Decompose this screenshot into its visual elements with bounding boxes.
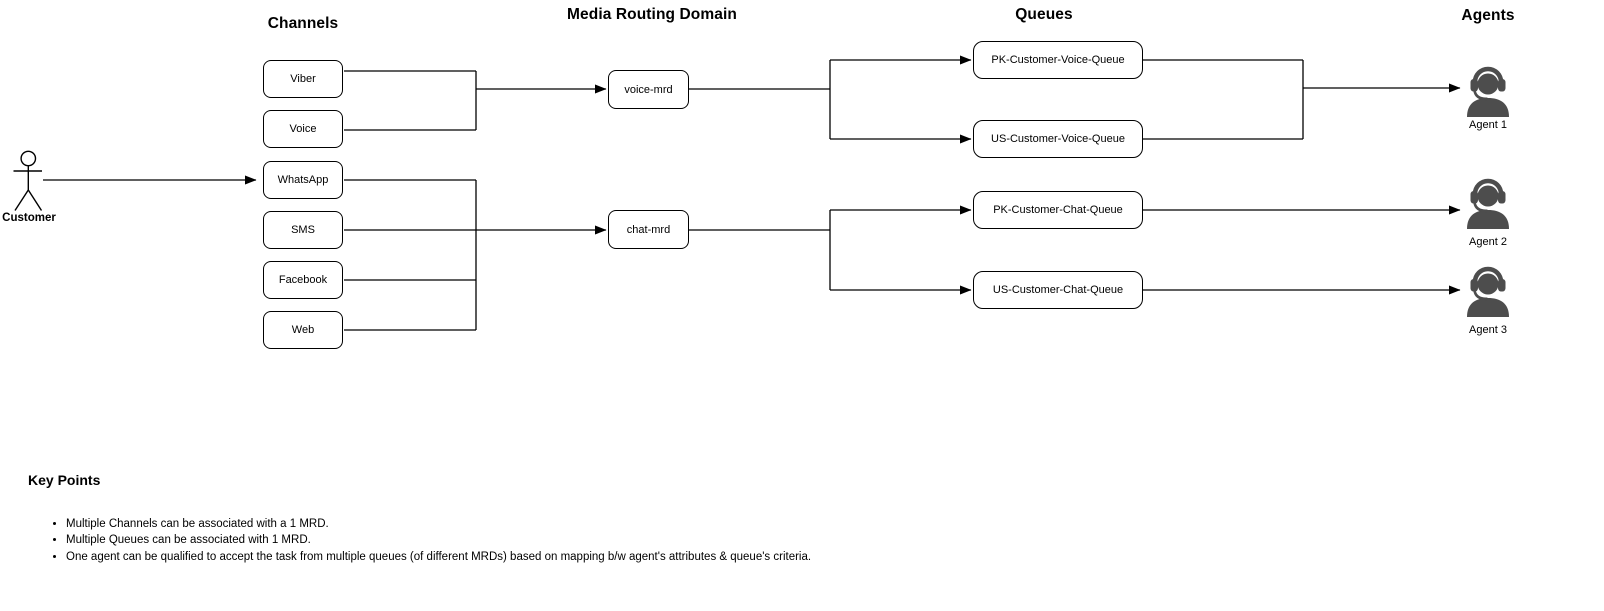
key-point-item: One agent can be qualified to accept the… xyxy=(66,549,811,565)
agent-label: Agent 1 xyxy=(1469,119,1507,131)
agents-column-title: Agents xyxy=(1461,7,1515,24)
channel-node-voice: Voice xyxy=(263,110,343,148)
customer-label: Customer xyxy=(2,212,56,224)
channels-column-title: Channels xyxy=(267,15,339,32)
queues-column-title: Queues xyxy=(1015,6,1073,23)
channel-node-whatsapp: WhatsApp xyxy=(263,161,343,199)
mrd-node-voice: voice-mrd xyxy=(608,70,689,109)
key-points-title: Key Points xyxy=(28,472,101,488)
channel-node-web: Web xyxy=(263,311,343,349)
channel-node-viber: Viber xyxy=(263,60,343,98)
key-points-list: Multiple Channels can be associated with… xyxy=(50,516,811,565)
queue-node-pk-voice: PK-Customer-Voice-Queue xyxy=(973,41,1143,79)
agent-headset-icon xyxy=(1467,178,1509,229)
channel-node-sms: SMS xyxy=(263,211,343,249)
agent-label: Agent 3 xyxy=(1469,324,1507,336)
key-point-item: Multiple Queues can be associated with 1… xyxy=(66,532,811,548)
queue-node-us-voice: US-Customer-Voice-Queue xyxy=(973,120,1143,158)
agent-label: Agent 2 xyxy=(1469,236,1507,248)
mrd-node-chat: chat-mrd xyxy=(608,210,689,249)
mrd-column-title: Media Routing Domain xyxy=(567,6,737,23)
queue-node-us-chat: US-Customer-Chat-Queue xyxy=(973,271,1143,309)
agent-headset-icon xyxy=(1467,66,1509,117)
queue-node-pk-chat: PK-Customer-Chat-Queue xyxy=(973,191,1143,229)
agent-headset-icon xyxy=(1467,266,1509,317)
channel-node-facebook: Facebook xyxy=(263,261,343,299)
customer-stick-figure-icon xyxy=(13,150,43,211)
key-point-item: Multiple Channels can be associated with… xyxy=(66,516,811,532)
